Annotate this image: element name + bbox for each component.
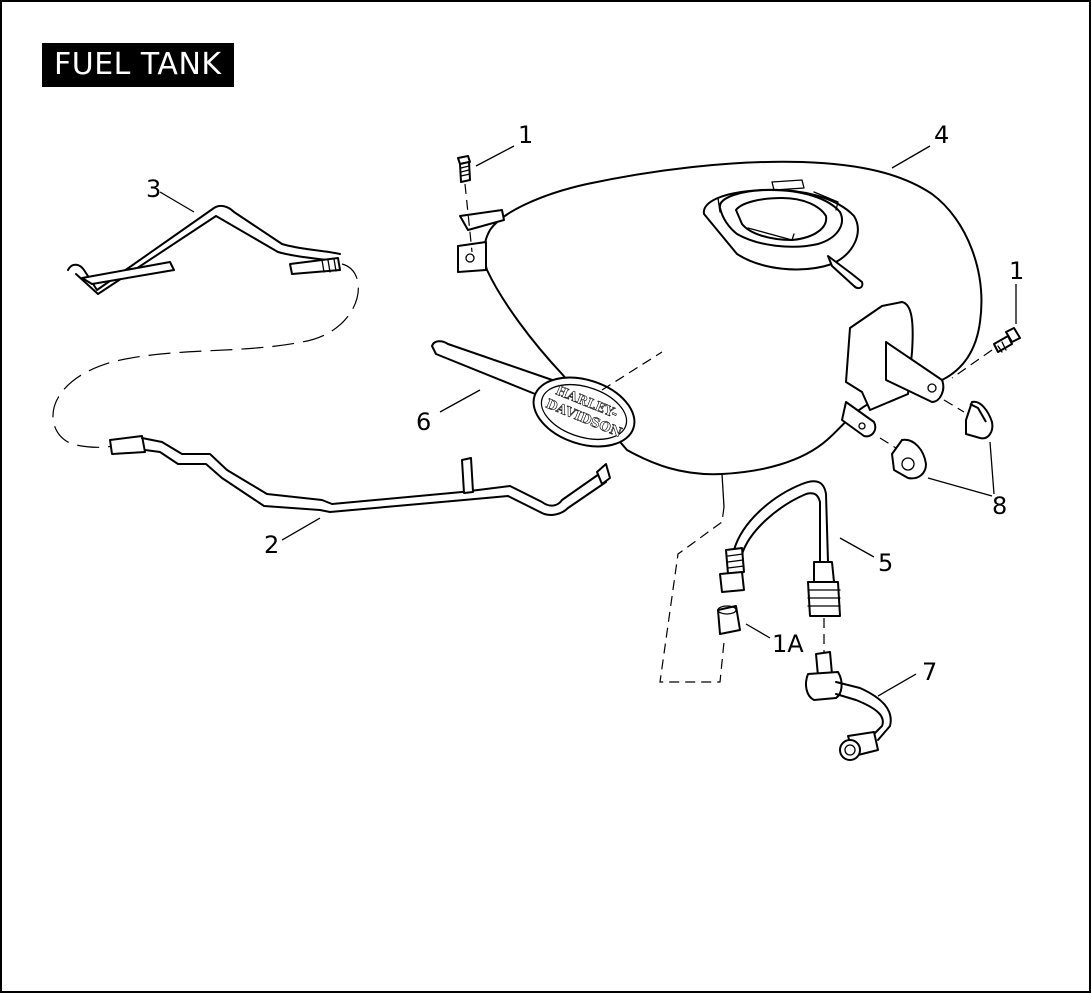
part-1-screw-top	[457, 155, 473, 253]
diagram-title: FUEL TANK	[42, 43, 234, 87]
part-1-screw-right	[951, 327, 1021, 379]
callout-2: 2	[264, 531, 279, 559]
part-6-emblem: HARLEY- DAVIDSON	[431, 340, 663, 448]
part-3-crossover-rod	[67, 204, 341, 295]
part-1a-nut	[717, 605, 741, 635]
callout-1-right: 1	[1009, 257, 1024, 285]
callout-1-top: 1	[518, 121, 533, 149]
callout-8: 8	[992, 492, 1007, 520]
callout-5: 5	[878, 549, 893, 577]
callout-7: 7	[922, 658, 937, 686]
leader-lines	[159, 145, 1017, 697]
routing-dashed-line	[52, 263, 359, 448]
callout-labels: 1 3 4 1 6 2 8 5 1A 7	[146, 121, 1024, 686]
callout-4: 4	[934, 121, 949, 149]
callout-1a: 1A	[772, 630, 804, 658]
callout-3: 3	[146, 175, 161, 203]
part-7-supply-hose	[805, 651, 892, 761]
part-8-mounts	[879, 399, 994, 480]
part-2-crossover-tube	[109, 435, 611, 516]
part-5-fuel-line	[659, 480, 841, 683]
callout-6: 6	[416, 408, 431, 436]
